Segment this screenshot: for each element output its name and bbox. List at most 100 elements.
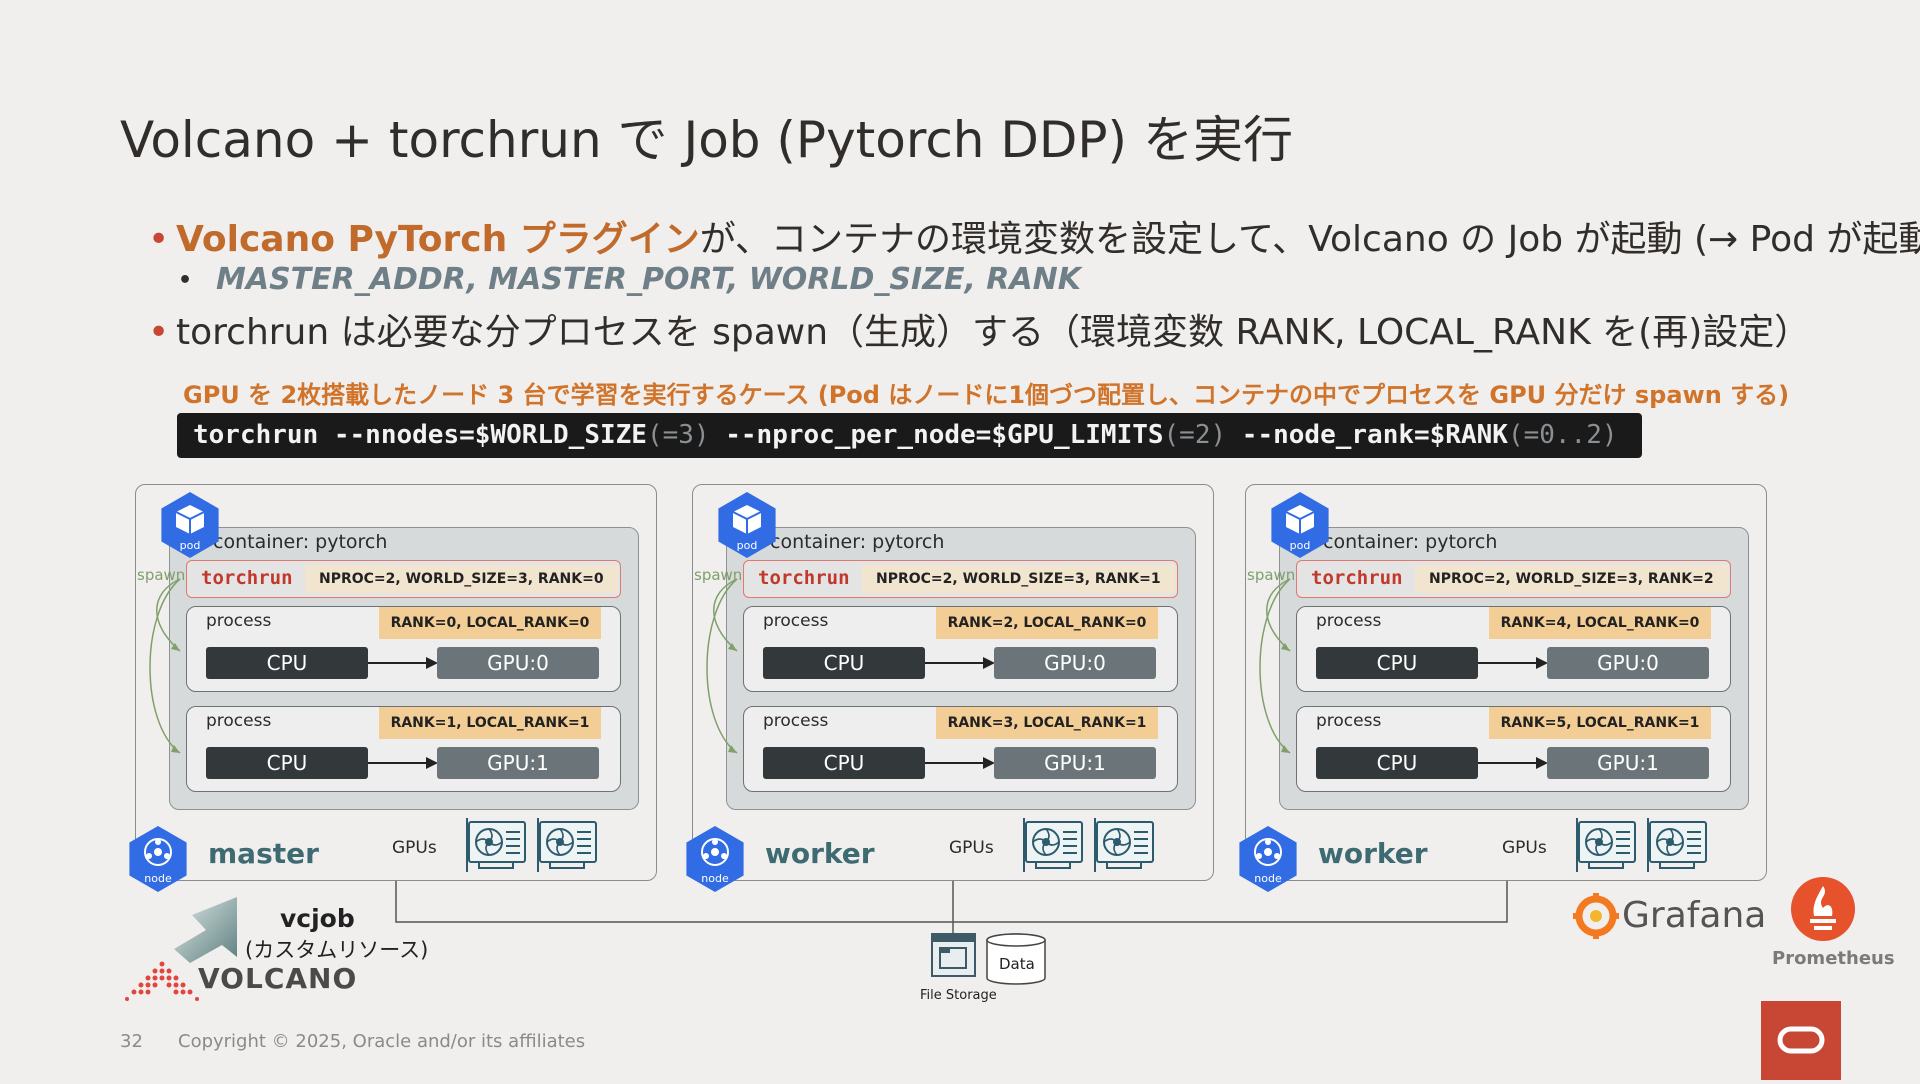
gpu-card-icon [1022,816,1086,878]
gpu-block: GPU:1 [994,747,1156,779]
grafana-logo-text: Grafana [1622,895,1767,936]
cpu-block: CPU [763,647,925,679]
bullet-2: •torchrun は必要な分プロセスを spawn（生成）する（環境変数 RA… [148,303,1810,355]
cpu-block: CPU [1316,747,1478,779]
sub-bullet-dot: • [178,268,193,293]
gpu-card-icon [1093,816,1157,878]
arrow-head-icon [426,757,438,769]
cmd-dim-1: (=3) [646,420,710,450]
oracle-logo [1761,1001,1841,1080]
gpus-label: GPUs [1502,838,1547,858]
page-number: 32 [120,1031,143,1052]
cpu-block: CPU [1316,647,1478,679]
node-icon-label: node [1254,872,1282,885]
torchrun-row: torchrun NPROC=2, WORLD_SIZE=3, RANK=2 [1296,560,1731,598]
cpu-gpu-arrow [925,662,985,664]
cpu-gpu-arrow [368,762,428,764]
pod-icon: pod [161,492,219,558]
cmd-dim-3: (=0..2) [1507,420,1618,450]
gpu-card-icon [1575,816,1639,878]
pod-icon-label: pod [1290,539,1311,552]
process-rank: RANK=1, LOCAL_RANK=1 [379,707,601,739]
spawn-arrows [1259,578,1291,754]
gpu-card-icon [1646,816,1710,878]
process-box: process RANK=1, LOCAL_RANK=1 CPU GPU:1 [186,706,621,792]
bullet-1-text: が、コンテナの環境変数を設定して、Volcano の Job が起動 (→ Po… [699,219,1920,260]
gpu-card-icon [465,816,529,878]
node-role-label: master [208,837,319,870]
case-label: GPU を 2枚搭載したノード 3 台で学習を実行するケース (Pod はノード… [183,381,1790,409]
torchrun-label: torchrun [1311,567,1403,589]
bullet-dot: • [148,312,170,353]
gpu-block: GPU:0 [994,647,1156,679]
gpu-block: GPU:0 [1547,647,1709,679]
grafana-logo-icon [1573,893,1619,939]
arrow-head-icon [426,657,438,669]
process-rank: RANK=5, LOCAL_RANK=1 [1489,707,1711,739]
network-bus-line [395,881,1508,923]
cmd-dim-2: (=2) [1163,420,1227,450]
spawn-label: spawn [694,566,743,584]
arrow-head-icon [983,757,995,769]
node-box-2: container: pytorch torchrun NPROC=2, WOR… [1239,484,1767,892]
container-title: container: pytorch [770,531,945,553]
process-label: process [206,611,272,631]
node-icon-label: node [701,872,729,885]
process-rank: RANK=3, LOCAL_RANK=1 [936,707,1158,739]
process-label: process [763,611,829,631]
gpu-block: GPU:1 [1547,747,1709,779]
node-icon-label: node [144,872,172,885]
cpu-block: CPU [206,647,368,679]
process-box: process RANK=4, LOCAL_RANK=0 CPU GPU:0 [1296,606,1731,692]
cpu-gpu-arrow [925,762,985,764]
bullet-1-highlight: Volcano PyTorch プラグイン [176,219,700,260]
process-box: process RANK=5, LOCAL_RANK=1 CPU GPU:1 [1296,706,1731,792]
gpu-block: GPU:1 [437,747,599,779]
cmd-part-1: torchrun --nnodes=$WORLD_SIZE [193,420,647,450]
torchrun-label: torchrun [758,567,850,589]
arrow-head-icon [1536,657,1548,669]
container-title: container: pytorch [1323,531,1498,553]
gpu-block: GPU:0 [437,647,599,679]
torchrun-env: NPROC=2, WORLD_SIZE=3, RANK=0 [305,565,618,593]
gpus-label: GPUs [392,838,437,858]
vcjob-arrow-icon [174,897,237,963]
torchrun-row: torchrun NPROC=2, WORLD_SIZE=3, RANK=1 [743,560,1178,598]
cmd-part-3: --node_rank=$RANK [1226,420,1508,450]
gpu-card-icon [536,816,600,878]
spawn-arrows [149,578,181,754]
cpu-gpu-arrow [1478,762,1538,764]
process-box: process RANK=3, LOCAL_RANK=1 CPU GPU:1 [743,706,1178,792]
node-icon: node [129,826,187,892]
spawn-arrows [706,578,738,754]
vcjob-title: vcjob [280,904,355,933]
arrow-head-icon [983,657,995,669]
cpu-gpu-arrow [368,662,428,664]
bullet-1: •Volcano PyTorch プラグインが、コンテナの環境変数を設定して、V… [148,210,1920,262]
process-rank: RANK=4, LOCAL_RANK=0 [1489,607,1711,639]
spawn-label: spawn [1247,566,1296,584]
arrow-head-icon [1536,757,1548,769]
node-role-label: worker [1318,837,1428,870]
process-label: process [1316,711,1382,731]
spawn-label: spawn [137,566,186,584]
process-label: process [1316,611,1382,631]
process-rank: RANK=2, LOCAL_RANK=0 [936,607,1158,639]
prometheus-logo-icon [1791,877,1855,941]
cmd-part-2: --nproc_per_node=$GPU_LIMITS [709,420,1164,450]
process-label: process [763,711,829,731]
process-box: process RANK=2, LOCAL_RANK=0 CPU GPU:0 [743,606,1178,692]
oracle-logo-icon [1777,1026,1825,1054]
container-title: container: pytorch [213,531,388,553]
bullet-dot: • [148,219,170,260]
prometheus-logo-text: Prometheus [1772,948,1895,969]
pod-icon-label: pod [180,539,201,552]
bullet-2-text: torchrun は必要な分プロセスを spawn（生成）する（環境変数 RAN… [176,312,1811,353]
torchrun-label: torchrun [201,567,293,589]
cpu-gpu-arrow [1478,662,1538,664]
node-role-label: worker [765,837,875,870]
bullet-1-sub: •MASTER_ADDR, MASTER_PORT, WORLD_SIZE, R… [178,262,1081,297]
gpus-label: GPUs [949,838,994,858]
file-storage-label: File Storage [920,988,997,1003]
